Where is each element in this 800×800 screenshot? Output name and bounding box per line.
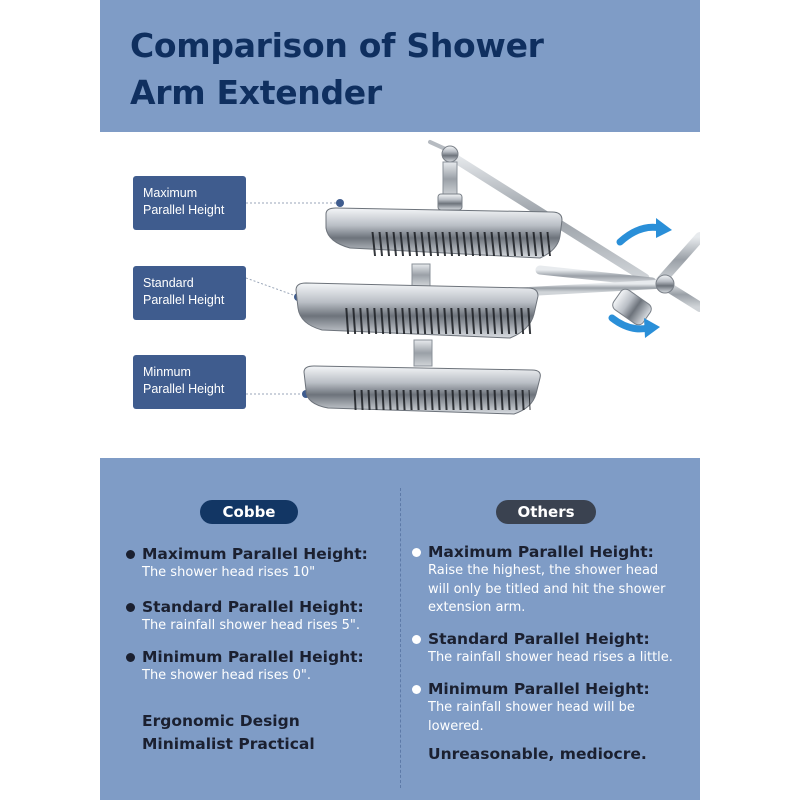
cobbe-item-minimum: Minimum Parallel Height: The shower head… [126,647,364,686]
cobbe-max-desc: The shower head rises 10" [142,565,316,580]
bullet-icon [126,653,135,662]
label-max-line1: Maximum [143,186,198,200]
bullet-icon [412,635,421,644]
others-max-desc-line3: extension arm. [428,600,526,615]
others-min-desc-line2: lowered. [428,718,484,734]
title-line-1: Comparison of Shower [130,26,544,65]
bullet-icon [412,548,421,557]
cobbe-min-desc: The shower head rises 0". [142,668,311,683]
shower-head-diagram: Maximum Parallel Height Standard Paralle… [100,132,700,458]
others-summary: Unreasonable, mediocre. [428,745,647,763]
cobbe-max-heading: Maximum Parallel Height: [142,545,368,563]
title-line-2: Arm Extender [130,73,382,112]
cobbe-std-heading: Standard Parallel Height: [142,598,364,616]
others-max-desc-line2: will only be titled and hit the shower [428,581,666,597]
cobbe-tag: Cobbe [200,500,298,524]
bullet-icon [412,685,421,694]
cobbe-min-heading: Minimum Parallel Height: [142,648,364,666]
label-std-line2: Parallel Height [143,293,225,307]
others-max-heading: Maximum Parallel Height: [428,543,654,561]
others-max-desc-line1: Raise the highest, the shower head [428,563,659,578]
others-std-desc: The rainfall shower head rises a little. [428,650,673,665]
shower-head-minimum [303,365,541,415]
others-item-minimum: Minimum Parallel Height: The rainfall sh… [412,679,650,736]
others-item-standard: Standard Parallel Height: The rainfall s… [412,629,673,668]
cobbe-std-desc: The rainfall shower head rises 5". [142,618,361,633]
label-maximum-parallel-height: Maximum Parallel Height [133,176,246,230]
comparison-panel: Cobbe Others Maximum Parallel Height: Th… [100,458,700,800]
cobbe-item-standard: Standard Parallel Height: The rainfall s… [126,597,364,636]
label-std-line1: Standard [143,276,194,290]
rotate-arrow-up [616,223,664,246]
cobbe-summary-line1: Ergonomic Design [142,712,300,730]
cobbe-summary-line2: Minimalist Practical [142,735,315,753]
others-min-desc-line1: The rainfall shower head will be [428,700,635,715]
header-banner: Comparison of Shower Arm Extender [100,0,700,132]
bullet-icon [126,603,135,612]
page-title: Comparison of Shower Arm Extender [130,22,670,116]
column-divider [400,488,401,788]
cobbe-summary: Ergonomic Design Minimalist Practical [142,710,315,756]
leader-dot-max [336,199,344,207]
label-min-line2: Parallel Height [143,382,225,396]
label-min-line1: Minmum [143,365,191,379]
others-min-heading: Minimum Parallel Height: [428,680,650,698]
shower-head-maximum [325,207,563,259]
others-item-maximum: Maximum Parallel Height: Raise the highe… [412,542,666,618]
others-tag: Others [496,500,596,524]
leader-line-std [245,277,297,297]
shower-head-standard [295,282,539,339]
others-std-heading: Standard Parallel Height: [428,630,650,648]
cobbe-item-maximum: Maximum Parallel Height: The shower head… [126,544,368,583]
label-minimum-parallel-height: Minmum Parallel Height [133,355,246,409]
label-max-line2: Parallel Height [143,203,225,217]
bullet-icon [126,550,135,559]
label-standard-parallel-height: Standard Parallel Height [133,266,246,320]
shower-illustration [245,140,700,415]
